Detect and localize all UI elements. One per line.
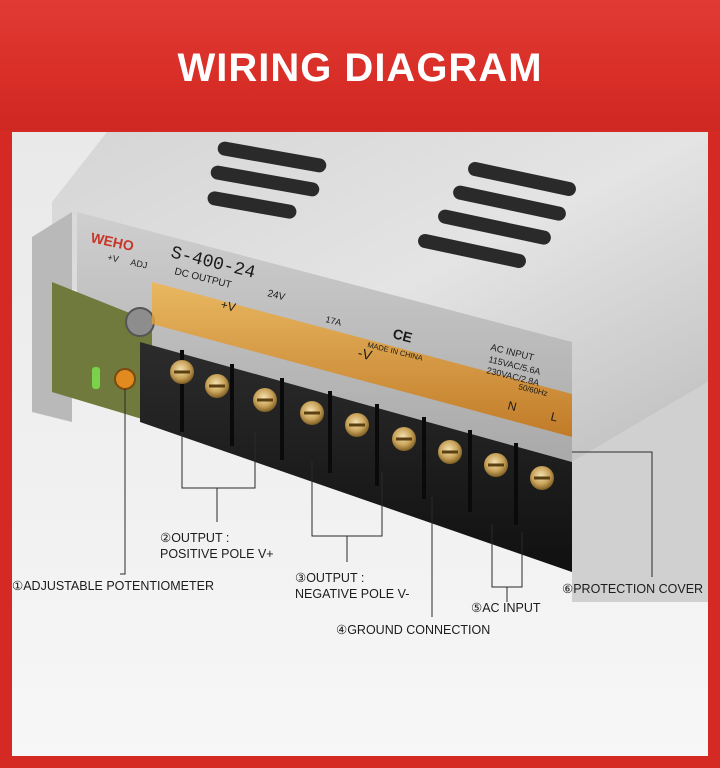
product-photo: WEHO +V ADJ S-400-24 DC OUTPUT 24V +V 17… xyxy=(12,132,708,756)
plus-v-label: +V xyxy=(107,252,120,264)
header-banner: WIRING DIAGRAM xyxy=(0,0,720,130)
dc-output-voltage: 24V xyxy=(266,288,286,303)
terminal-block xyxy=(140,342,572,572)
terminal-separators xyxy=(180,350,518,525)
callout-protection-cover: ⑥PROTECTION COVER xyxy=(562,582,704,596)
leader-lines xyxy=(120,389,653,617)
callout-output-positive: ②OUTPUT : POSITIVE POLE V+ xyxy=(160,531,274,561)
potentiometer-knob xyxy=(114,368,136,390)
pos-marker: +V xyxy=(219,297,237,314)
callout-ac-input: ⑤AC INPUT xyxy=(471,601,541,615)
callout-output-negative: ③OUTPUT : NEGATIVE POLE V- xyxy=(295,571,410,601)
terminal-screws xyxy=(170,360,554,490)
vent-slots xyxy=(207,141,576,268)
callout-ground-connection: ④GROUND CONNECTION xyxy=(336,623,491,637)
n-marker: N xyxy=(506,398,518,414)
current-rating: 17A xyxy=(325,314,343,328)
callout-adjustable-potentiometer: ①ADJUSTABLE POTENTIOMETER xyxy=(12,579,214,593)
neg-marker: -V xyxy=(356,344,374,363)
protection-cover xyxy=(152,282,572,437)
ce-mark: CE xyxy=(391,325,414,345)
power-supply-illustration: WEHO +V ADJ S-400-24 DC OUTPUT 24V +V 17… xyxy=(32,132,708,617)
adj-label: ADJ xyxy=(130,257,149,270)
l-marker: L xyxy=(549,409,559,424)
page-title: WIRING DIAGRAM xyxy=(177,46,543,90)
